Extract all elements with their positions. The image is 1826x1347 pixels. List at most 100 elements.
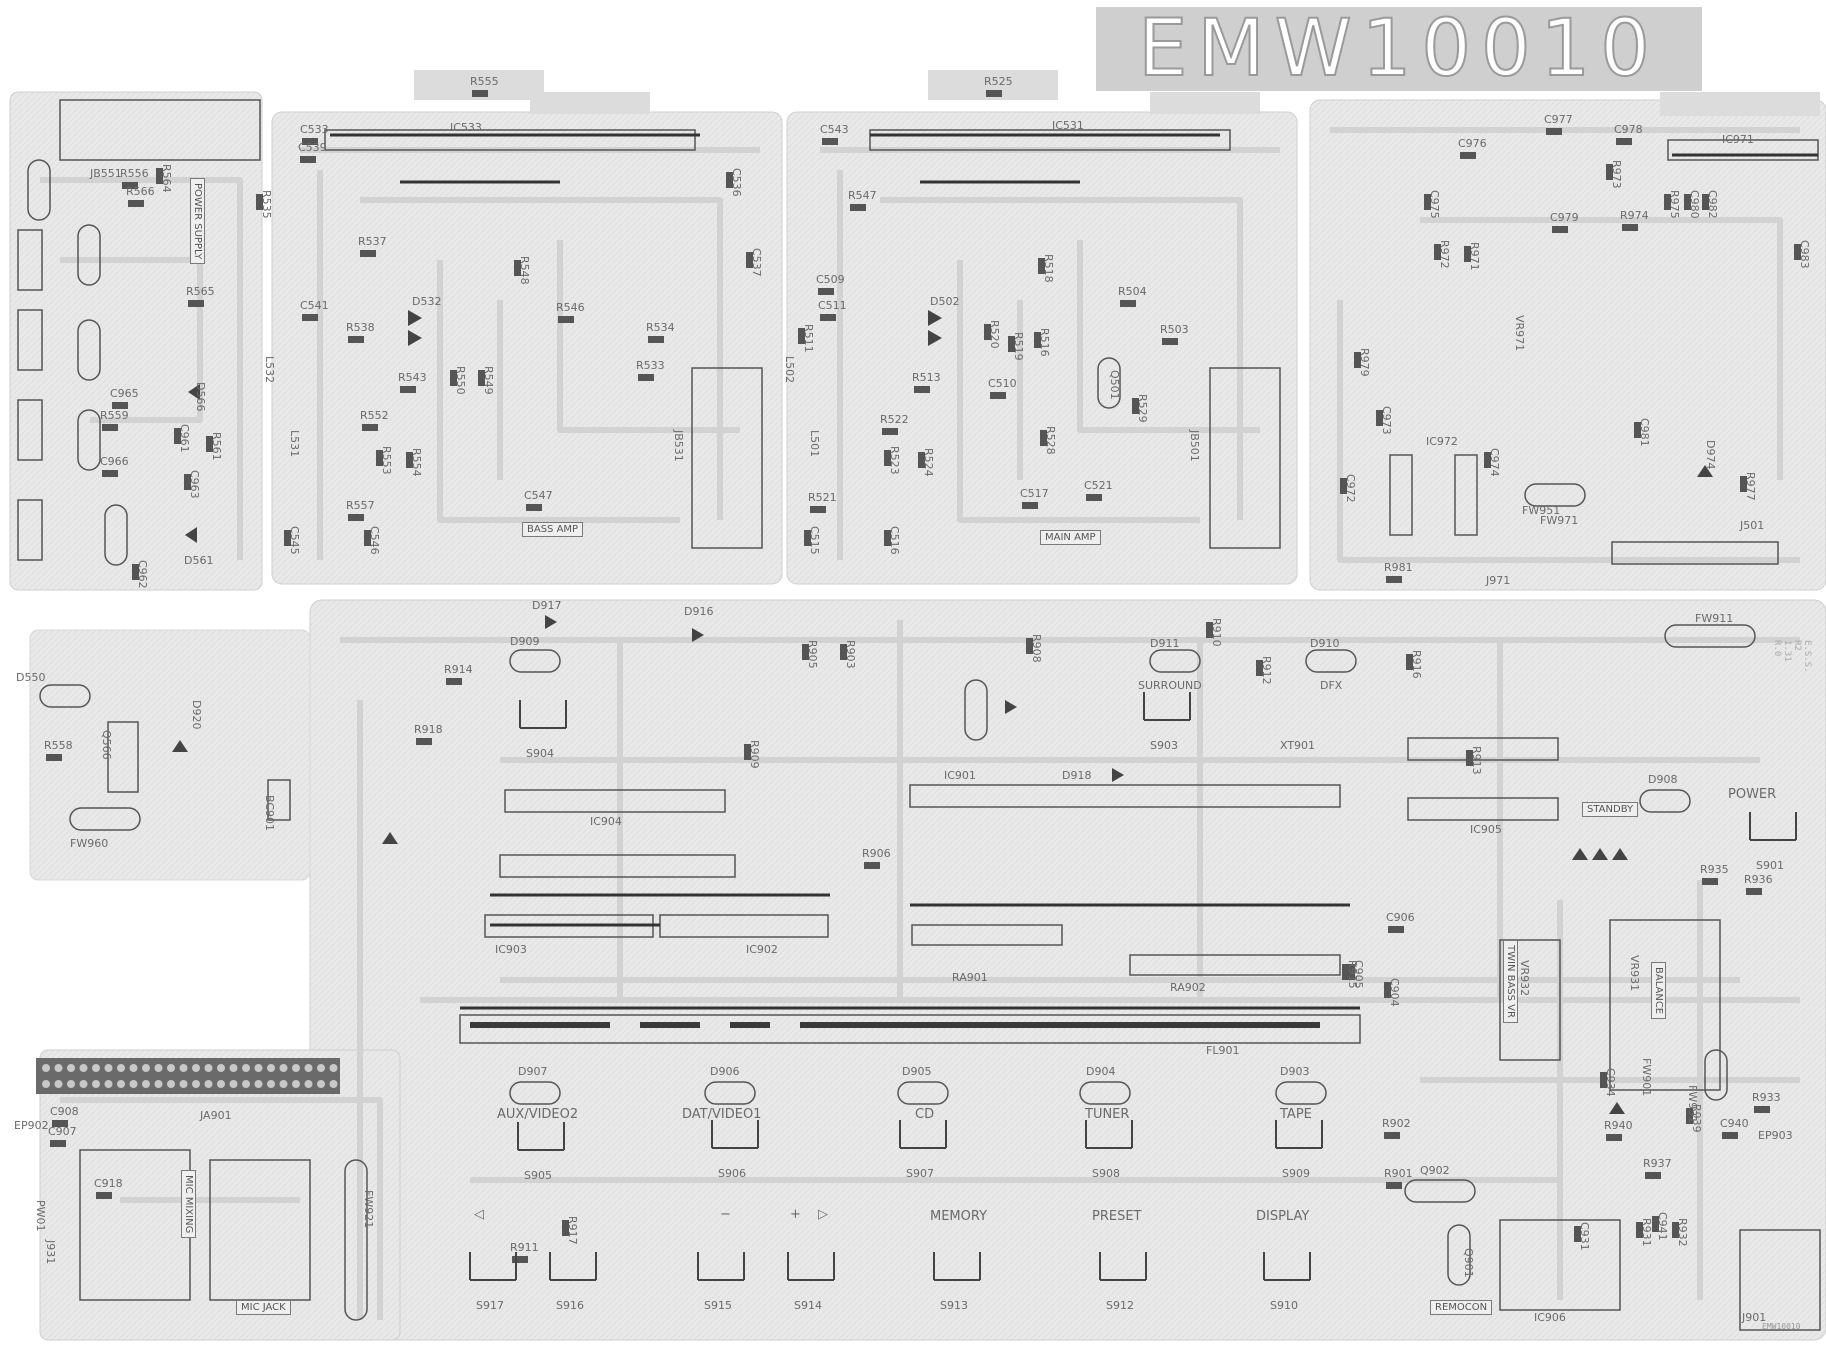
- ic-ic531: [869, 129, 1231, 151]
- pad-c546: [364, 530, 371, 546]
- ic531-header-tab: [1150, 92, 1260, 114]
- refdes-d550: D550: [16, 671, 46, 684]
- pad-r553: [376, 450, 383, 466]
- ja901-pin: [292, 1080, 300, 1088]
- refdes-s903: S903: [1150, 739, 1178, 752]
- refdes-q901: Q901: [1462, 1248, 1475, 1278]
- pad-c904: [1384, 982, 1391, 998]
- switch-s905: [517, 1122, 565, 1151]
- pad-c521: [1086, 494, 1102, 501]
- ic-fl901-window: [459, 1014, 1361, 1044]
- corner-print: EMW10010: [1762, 1322, 1801, 1331]
- diode-d916: [692, 628, 704, 642]
- pad-r912: [1256, 660, 1263, 676]
- ja901-pin: [117, 1064, 125, 1072]
- led-d910-pad: [1305, 649, 1357, 673]
- pad-r981: [1386, 576, 1402, 583]
- refdes-r902: R902: [1382, 1117, 1411, 1130]
- pad-r519: [1008, 336, 1015, 352]
- refdes-c904: C904: [1388, 978, 1401, 1007]
- pad-r525: [986, 90, 1002, 97]
- refdes-r513: R513: [912, 371, 941, 384]
- refdes-ra901: RA901: [952, 971, 988, 984]
- refdes-r555: R555: [470, 75, 499, 88]
- refdes-s916: S916: [556, 1299, 584, 1312]
- refdes-xt901: XT901: [1280, 739, 1316, 752]
- refdes-r931: R931: [1640, 1218, 1653, 1247]
- refdes-l532: L532: [263, 356, 276, 384]
- q901-pad: [1447, 1224, 1471, 1286]
- refdes-s915: S915: [704, 1299, 732, 1312]
- refdes-r972: R972: [1438, 240, 1451, 269]
- refdes-c545: C545: [288, 526, 301, 555]
- refdes-s917: S917: [476, 1299, 504, 1312]
- ic-ic971: [1667, 139, 1819, 161]
- ja901-pin: [329, 1080, 338, 1088]
- pad-c981: [1634, 422, 1641, 438]
- pad-r932: [1672, 1222, 1679, 1238]
- refdes-ic971: IC971: [1722, 133, 1754, 146]
- refdes-c539: C539: [298, 141, 327, 154]
- q566-body: [107, 721, 139, 793]
- pad-r503: [1162, 338, 1178, 345]
- refdes-r518: R518: [1042, 254, 1055, 283]
- refdes-r520: R520: [988, 320, 1001, 349]
- ja901-pin: [279, 1064, 288, 1072]
- pad-r559: [102, 424, 118, 431]
- pad-c973: [1376, 410, 1383, 426]
- refdes-c981: C981: [1638, 418, 1651, 447]
- ja901-pin: [42, 1064, 50, 1072]
- refdes-ja901: JA901: [200, 1109, 232, 1122]
- ic-vr931: [1609, 919, 1721, 1091]
- led-d906-pad: [704, 1081, 756, 1105]
- refdes-c975: C975: [1428, 190, 1441, 219]
- ja901-pin: [229, 1080, 238, 1088]
- pad-r972: [1434, 244, 1441, 260]
- pad-c541: [302, 314, 318, 321]
- switch-s903: [1143, 692, 1191, 721]
- refdes-c966: C966: [100, 455, 129, 468]
- bass-amp-area: [271, 111, 783, 585]
- diode-d914: [1612, 848, 1628, 860]
- refdes-d916: D916: [684, 605, 714, 618]
- pad-r565: [188, 300, 204, 307]
- refdes-r546: R546: [556, 301, 585, 314]
- ps-rect-2: [17, 309, 43, 371]
- refdes-r548: R548: [518, 256, 531, 285]
- refdes-fw921: FW921: [362, 1190, 375, 1229]
- refdes-ep902: EP902: [14, 1119, 49, 1132]
- pad-r564: [156, 168, 163, 184]
- refdes-r516: R516: [1038, 328, 1051, 357]
- fw931-pad: [1704, 1049, 1728, 1101]
- refdes-c537: C537: [750, 248, 763, 277]
- pad-r555: [472, 90, 488, 97]
- refdes-d907: D907: [518, 1065, 548, 1078]
- led-d908-pad: [1639, 789, 1691, 813]
- refdes-c918: C918: [94, 1177, 123, 1190]
- ja901-pin: [192, 1080, 200, 1088]
- ps-oval-1: [27, 159, 51, 221]
- diode-d913: [1592, 848, 1608, 860]
- refdes-c541: C541: [300, 299, 329, 312]
- refdes-ra902: RA902: [1170, 981, 1206, 994]
- ja901-pin: [92, 1080, 100, 1088]
- refdes-c511: C511: [818, 299, 847, 312]
- refdes-d906: D906: [710, 1065, 740, 1078]
- pad-r914: [446, 678, 462, 685]
- pad-r522: [882, 428, 898, 435]
- refdes-c906: C906: [1386, 911, 1415, 924]
- pad-r971: [1464, 246, 1471, 262]
- ja901-pin: [79, 1080, 88, 1088]
- pad-r909: [744, 744, 751, 760]
- button-tuner-label: TUNER: [1085, 1107, 1130, 1122]
- ja901-pin: [204, 1064, 213, 1072]
- pad-c977: [1546, 128, 1562, 135]
- ja901-pins: [42, 1064, 338, 1088]
- diode-d532b: [408, 330, 422, 346]
- pad-c974: [1484, 452, 1491, 468]
- refdes-r525: R525: [984, 75, 1013, 88]
- ja901-pin: [279, 1080, 288, 1088]
- ic-ic533: [324, 129, 696, 151]
- ic-vr932: [1499, 939, 1561, 1061]
- ic-ic972-b: [1454, 454, 1478, 536]
